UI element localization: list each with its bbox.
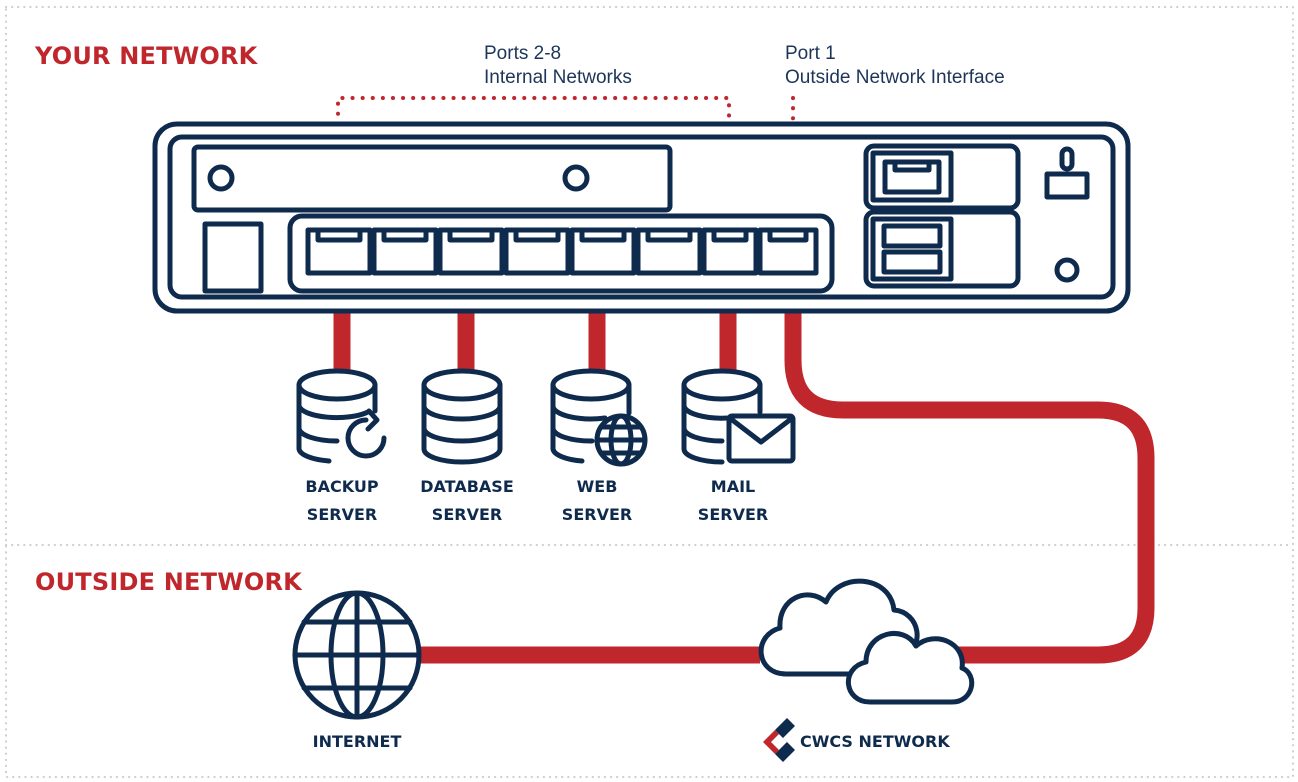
firewall-appliance: [152, 121, 1131, 314]
backup-server-label: BACKUP SERVER: [272, 473, 412, 529]
callout-outside-line1: Port 1: [785, 43, 836, 64]
status-led: [1054, 257, 1080, 283]
port-bank-frame: [287, 213, 835, 294]
usb-port-top: [881, 223, 943, 249]
console-module: [863, 143, 1021, 211]
drive-bay-screw-left: [207, 164, 235, 192]
panel-borders: [4, 5, 1295, 779]
ethernet-port: [757, 227, 819, 276]
ethernet-port: [503, 227, 571, 276]
mail-server-label-line2: SERVER: [697, 505, 769, 524]
database-server-label-line1: DATABASE: [420, 477, 514, 496]
database-server-icon: [421, 368, 503, 465]
callout-outside-line2: Outside Network Interface: [785, 67, 1005, 88]
drive-bay: [191, 144, 673, 213]
web-server-label-line1: WEB: [576, 477, 618, 496]
mail-server-label: MAIL SERVER: [663, 473, 803, 529]
callout-internal-line1: Ports 2-8: [484, 43, 562, 64]
ethernet-port: [371, 227, 439, 276]
drive-bay-screw-right: [562, 164, 590, 192]
backup-server-label-line2: SERVER: [306, 505, 378, 524]
web-server-label: WEB SERVER: [527, 473, 667, 529]
your-network-title: YOUR NETWORK: [35, 42, 258, 70]
ethernet-port: [635, 227, 703, 276]
web-server-label-line2: SERVER: [561, 505, 633, 524]
usb-port-frame: [870, 216, 954, 282]
backup-server-icon: [296, 368, 387, 464]
outside-network-title: OUTSIDE NETWORK: [35, 568, 302, 596]
panel-border-outer: [4, 5, 1295, 779]
mail-server-label-line1: MAIL: [710, 477, 756, 496]
ethernet-port: [701, 227, 759, 276]
ethernet-port: [437, 227, 505, 276]
cwcs-network-label: CWCS NETWORK: [800, 732, 950, 751]
ethernet-ports: [305, 227, 819, 276]
internet-globe-icon: [292, 590, 422, 720]
usb-module: [863, 209, 1021, 289]
internet-label: INTERNET: [312, 732, 402, 751]
callout-internal-networks: Ports 2-8 Internal Networks: [484, 42, 632, 90]
database-server-label: DATABASE SERVER: [397, 473, 537, 529]
cwcs-cloud-icon: [758, 578, 975, 705]
console-port-frame: [870, 150, 954, 203]
callout-internal-line2: Internal Networks: [484, 67, 632, 88]
appliance-inner-frame: [167, 134, 1116, 300]
ethernet-port: [305, 227, 373, 276]
cwcs-logo-icon: [763, 718, 795, 762]
web-server-icon: [550, 368, 648, 467]
mail-server-icon: [681, 368, 796, 465]
ethernet-port: [569, 227, 637, 276]
power-module: [202, 221, 264, 294]
backup-server-label-line1: BACKUP: [305, 477, 379, 496]
power-switch: [1044, 171, 1090, 200]
power-switch-slot: [1059, 146, 1075, 172]
console-port: [882, 159, 942, 195]
cable-uplink: [784, 252, 1155, 664]
database-server-label-line2: SERVER: [431, 505, 503, 524]
callout-outside-interface: Port 1 Outside Network Interface: [785, 42, 1005, 90]
usb-port-bottom: [881, 249, 943, 275]
